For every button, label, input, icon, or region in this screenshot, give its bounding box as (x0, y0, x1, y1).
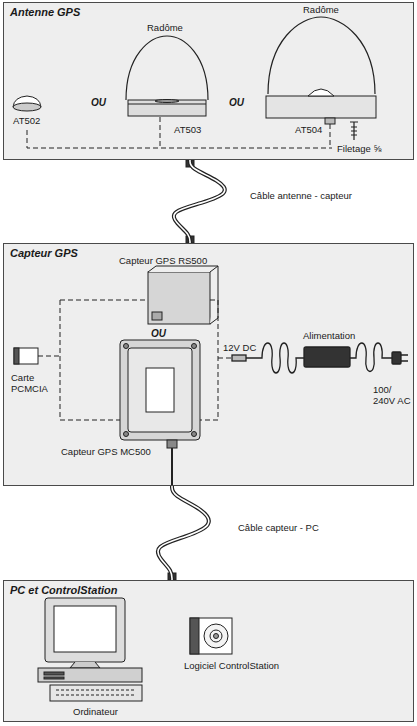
cable-label: Câble capteur - PC (236, 522, 321, 533)
panel-box: Capteur GPS Capteur GPS RS500OU Carte PCMC… (3, 243, 414, 486)
part-label: Alimentation (303, 331, 355, 342)
alternative-mark: OU (91, 97, 106, 109)
alternative-mark: OU (151, 328, 166, 340)
cable-outline (174, 160, 225, 243)
software-cd (190, 618, 232, 654)
part-label: Radôme (303, 5, 339, 16)
panel-heading: Capteur GPS (10, 247, 78, 259)
part-label: AT503 (174, 125, 201, 136)
part-label: AT502 (13, 116, 40, 127)
part-label: 100/ 240V AC (373, 385, 411, 407)
cable-connector (174, 160, 225, 243)
panel-heading: Antenne GPS (10, 6, 80, 18)
cable-label: Câble antenne - capteur (248, 190, 354, 201)
panel-heading: PC et ControlStation (10, 584, 118, 596)
part-label: Logiciel ControlStation (184, 661, 279, 672)
cable-outline (158, 486, 209, 580)
cable-connector (158, 486, 209, 580)
part-label: Filetage ⅝ (337, 144, 381, 155)
part-label: Capteur GPS MC500 (61, 447, 151, 458)
receivers (14, 266, 218, 486)
part-label: Capteur GPS RS500 (119, 256, 207, 267)
antennas (13, 17, 376, 140)
receiver-dashes (38, 300, 232, 420)
computer (38, 598, 142, 701)
panel-box: Antenne GPSRadômeRadômeOUOUAT502AT503AT5… (3, 2, 414, 160)
part-label: Ordinateur (73, 707, 118, 718)
panel-box: PC et ControlStationOrdinateur Logiciel C… (3, 580, 414, 722)
part-label: 12V DC (223, 343, 256, 354)
cable-core (158, 486, 209, 580)
cable-core (174, 160, 225, 243)
part-label: Carte PCMCIA (11, 373, 55, 395)
power-supply (232, 343, 408, 373)
part-label: AT504 (295, 125, 322, 136)
panel-grounds (3, 2, 414, 722)
cable-plugs (168, 160, 194, 580)
alternative-mark: OU (229, 97, 244, 109)
antenna-dashes (27, 117, 332, 148)
part-label: Radôme (147, 23, 183, 34)
